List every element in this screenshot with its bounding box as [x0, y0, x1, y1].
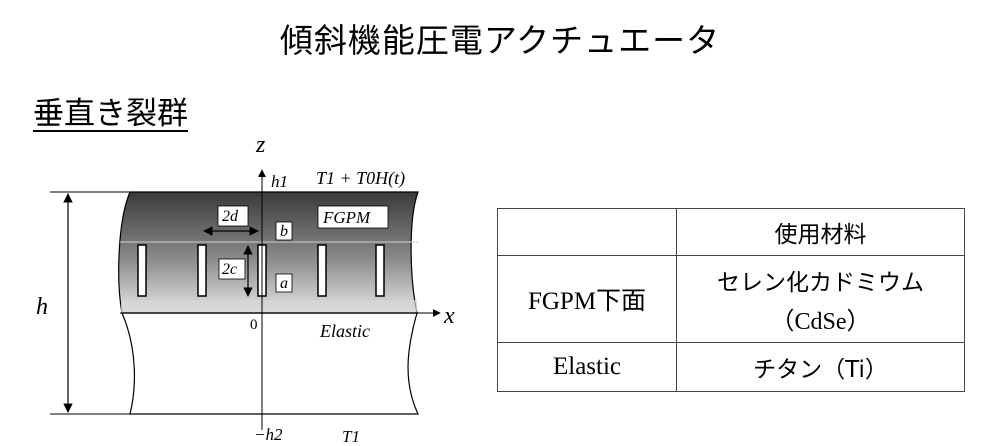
- table-header-row: 使用材料: [497, 208, 965, 256]
- material-formula: （CdSe）: [770, 308, 871, 335]
- h1-label: h1: [271, 172, 288, 191]
- label-2c-box: [218, 258, 246, 280]
- layer-cell: FGPM下面: [497, 255, 677, 343]
- table-row: Elastic チタン（Ti）: [497, 342, 965, 392]
- h-label: h: [36, 294, 48, 320]
- x-axis-label: x: [443, 303, 455, 329]
- origin-label: 0: [250, 317, 258, 333]
- table-corner-cell: [497, 208, 677, 256]
- crack: [137, 244, 147, 297]
- elastic-label: Elastic: [319, 321, 370, 341]
- z-axis-label: z: [255, 132, 266, 158]
- h2-label: −h2: [254, 425, 283, 444]
- table-row: FGPM下面 セレン化カドミウム （CdSe）: [497, 255, 965, 343]
- crack: [375, 244, 385, 297]
- bottom-load-label: T1: [342, 427, 360, 446]
- label-a-box: [275, 273, 293, 293]
- crack: [197, 244, 207, 297]
- label-2d-box: [217, 205, 249, 227]
- material-cell: セレン化カドミウム （CdSe）: [676, 255, 965, 343]
- fgpm-label-box: [317, 205, 389, 229]
- page-title: 傾斜機能圧電アクチュエータ: [279, 21, 721, 60]
- b-label: b: [280, 223, 288, 240]
- crack-diagram: z x h1 −h2 0 T1 + T0H(t) T1 h FGPM Elast…: [36, 132, 455, 446]
- material-name: セレン化カドミウム: [717, 269, 924, 296]
- materials-table: 使用材料 FGPM下面 セレン化カドミウム （CdSe） Elastic チタン…: [497, 208, 965, 392]
- top-load-label: T1 + T0H(t): [316, 168, 405, 189]
- materials-header: 使用材料: [676, 208, 965, 256]
- dim-2d-label: 2d: [222, 208, 239, 225]
- label-b-box: [275, 221, 293, 241]
- section-subtitle: 垂直き裂群: [33, 96, 188, 132]
- layer-cell: Elastic: [497, 342, 677, 392]
- crack: [317, 244, 327, 297]
- interface-band: [121, 300, 417, 313]
- material-cell: チタン（Ti）: [676, 342, 965, 392]
- fgpm-label: FGPM: [322, 208, 371, 227]
- a-label: a: [280, 275, 288, 292]
- elastic-layer: [121, 312, 419, 415]
- dim-2c-label: 2c: [222, 261, 237, 278]
